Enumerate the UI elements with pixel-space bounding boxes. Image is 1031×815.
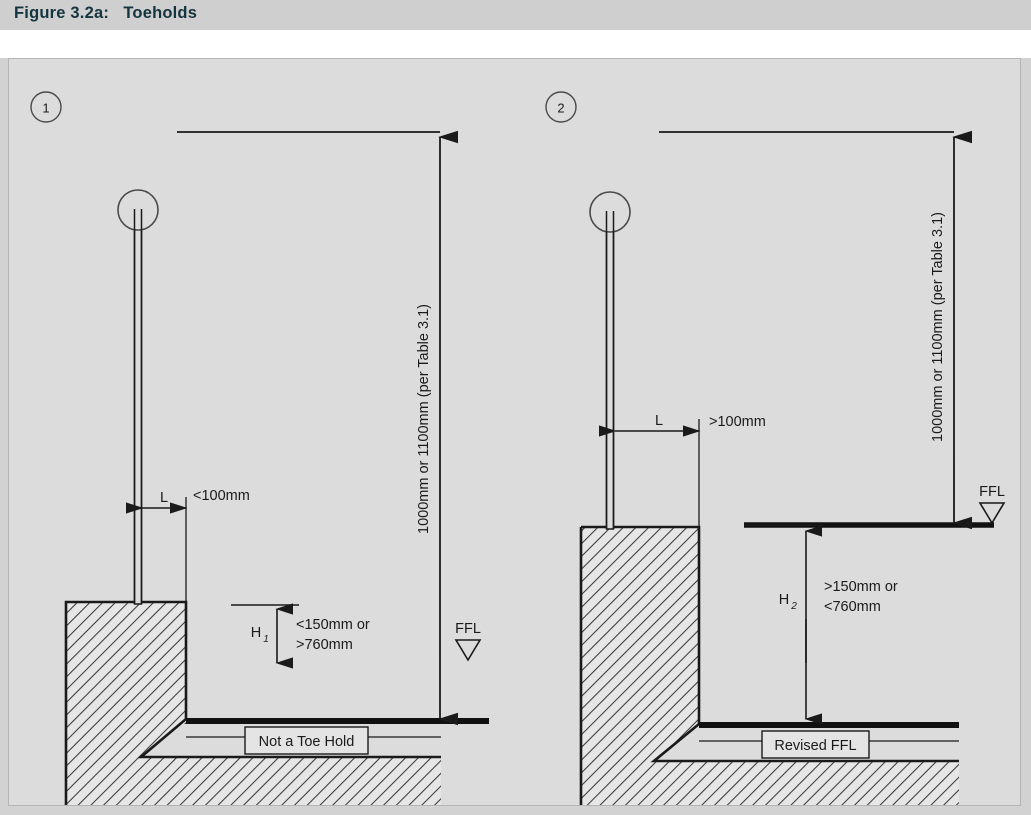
l-value-1: <100mm xyxy=(193,488,250,504)
wall-fill-2 xyxy=(581,527,699,761)
ground-fill-1b xyxy=(66,757,441,805)
l-symbol-1: L xyxy=(160,490,168,506)
verdict-box-1: Not a Toe Hold xyxy=(244,726,369,755)
ground-outline-2 xyxy=(579,527,583,805)
down-triangle-icon-1 xyxy=(454,639,482,662)
handrail-post-1 xyxy=(133,208,143,605)
ffl-marker-1: FFL xyxy=(454,621,482,662)
slab-void-1 xyxy=(130,682,430,719)
page-title: Figure 3.2a: Toeholds xyxy=(14,4,198,22)
diagram-1-marker-label: 1 xyxy=(42,101,49,116)
diagram-2-marker: 2 xyxy=(545,91,577,123)
handrail-post-2 xyxy=(605,210,615,530)
title-separator xyxy=(0,30,1031,58)
h2-symbol-2: H xyxy=(779,592,789,608)
height-dimension-label-2: 1000mm or 1100mm (per Table 3.1) xyxy=(930,212,946,442)
h1-symbol-group-1: H 1 xyxy=(251,625,269,645)
diagram-1-marker: 1 xyxy=(30,91,62,123)
verdict-box-rect-1 xyxy=(244,726,369,755)
l-symbol-2: L xyxy=(655,413,663,429)
verdict-box-2: Revised FFL xyxy=(761,730,870,759)
ffl-label-1: FFL xyxy=(455,621,481,637)
verdict-box-rect-2 xyxy=(761,730,870,759)
h2-value-line2-2: <760mm xyxy=(824,599,881,615)
h1-value-line2-1: >760mm xyxy=(296,637,353,653)
h1-symbol-1: H xyxy=(251,625,261,641)
ffl-marker-2: FFL xyxy=(978,484,1006,525)
height-dimension-label-1: 1000mm or 1100mm (per Table 3.1) xyxy=(416,304,432,534)
verdict-label-2: Revised FFL xyxy=(774,738,856,754)
verdict-label-1: Not a Toe Hold xyxy=(259,734,355,750)
h2-symbol-group-2: H 2 xyxy=(779,592,797,612)
diagram-1: 1 1000mm or 110 xyxy=(30,91,489,805)
h2-value-line1-2: >150mm or xyxy=(824,579,898,595)
h2-subscript-2: 2 xyxy=(790,601,797,612)
handrail-section-icon-1 xyxy=(117,189,159,231)
diagram-panel: 1 1000mm or 110 xyxy=(8,58,1021,806)
h1-value-line1-1: <150mm or xyxy=(296,617,370,633)
l-value-2: >100mm xyxy=(709,414,766,430)
ground-fill-2 xyxy=(581,761,959,805)
down-triangle-icon-2 xyxy=(978,502,1006,525)
diagram-2: 2 1000mm or 1100mm (per Table 3.1) L >10… xyxy=(545,91,1006,805)
h1-subscript-1: 1 xyxy=(263,634,269,645)
wall-outline-1 xyxy=(64,600,441,759)
diagram-2-marker-label: 2 xyxy=(557,101,564,116)
ground-outline-1 xyxy=(64,659,68,805)
ffl-label-2: FFL xyxy=(979,484,1005,500)
title-band xyxy=(0,0,1031,30)
toeholds-drawing: 1 1000mm or 110 xyxy=(30,91,1006,805)
handrail-section-icon-2 xyxy=(589,191,631,233)
